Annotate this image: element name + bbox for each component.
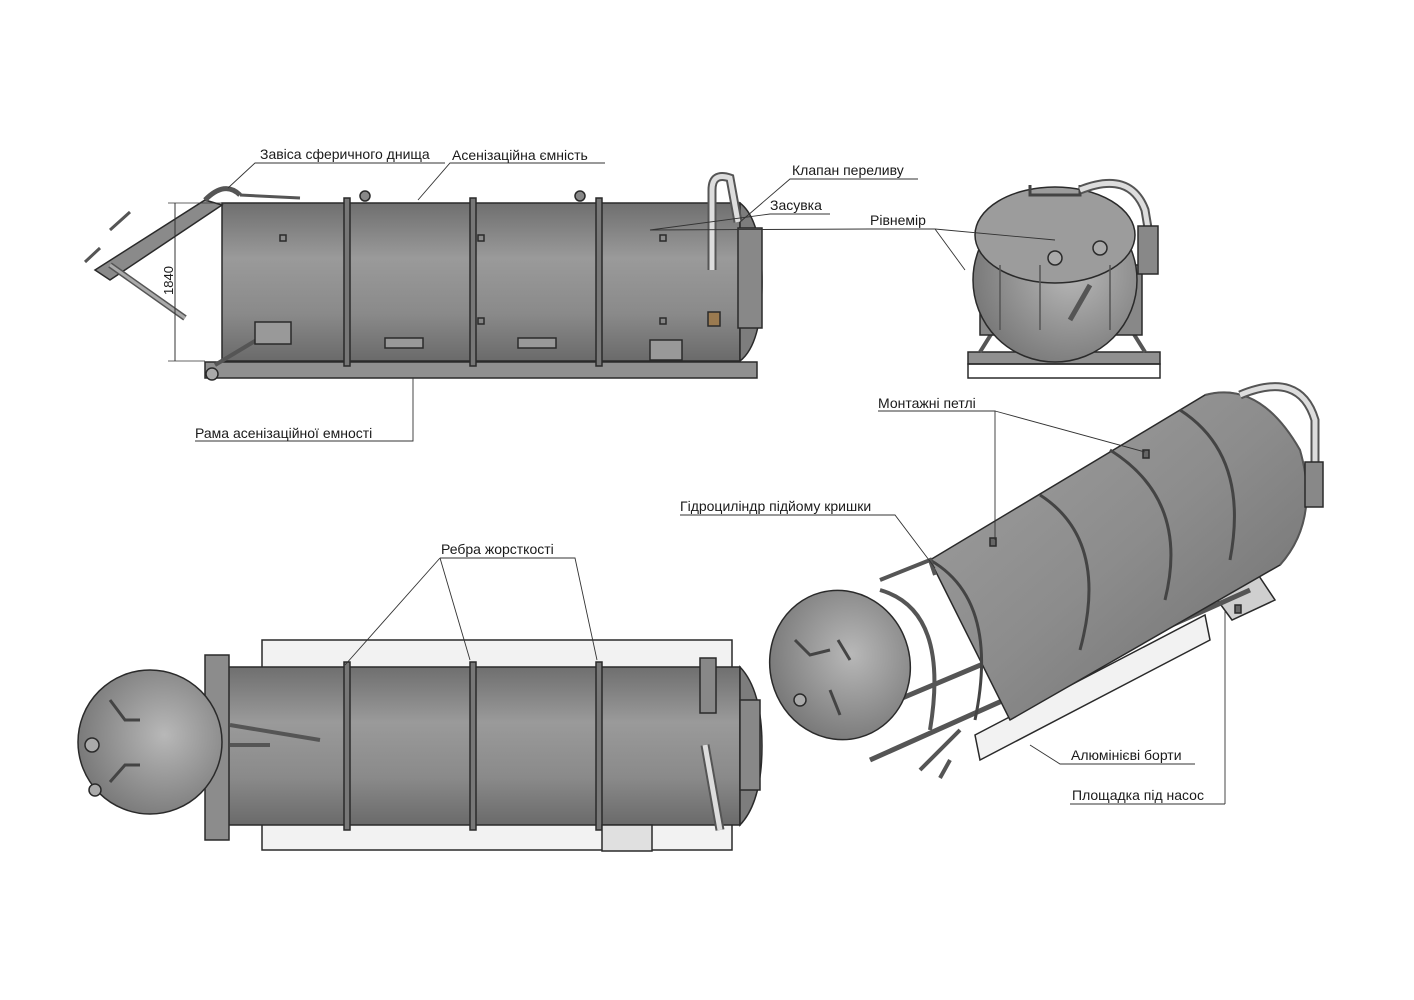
frame-side xyxy=(204,361,758,379)
isometric-view xyxy=(768,382,1324,779)
label-hinge: Завіса сферичного днища xyxy=(260,146,430,162)
label-aluminum-sides: Алюмінієві борти xyxy=(1071,747,1182,763)
leader-lines xyxy=(195,162,1226,805)
label-hydraulic-cylinder: Гідроциліндр підйому кришки xyxy=(680,498,872,514)
top-view xyxy=(77,639,763,852)
label-gate-valve: Засувка xyxy=(770,197,822,213)
label-frame: Рама асенізаційної емності xyxy=(195,425,373,441)
dimension-height: 1840 xyxy=(161,266,176,295)
label-lifting-eyes: Монтажні петлі xyxy=(878,395,976,411)
label-overflow-valve: Клапан переливу xyxy=(792,162,904,178)
tank-body-top xyxy=(227,666,741,826)
label-pump-platform: Площадка під насос xyxy=(1072,787,1204,803)
end-view xyxy=(967,178,1161,379)
side-view xyxy=(83,172,763,381)
label-level-gauge: Рівнемір xyxy=(870,212,926,228)
tank-body-side xyxy=(221,202,741,362)
label-tank: Асенізаційна ємність xyxy=(452,147,588,163)
label-stiffening-ribs: Ребра жорсткості xyxy=(441,541,554,557)
